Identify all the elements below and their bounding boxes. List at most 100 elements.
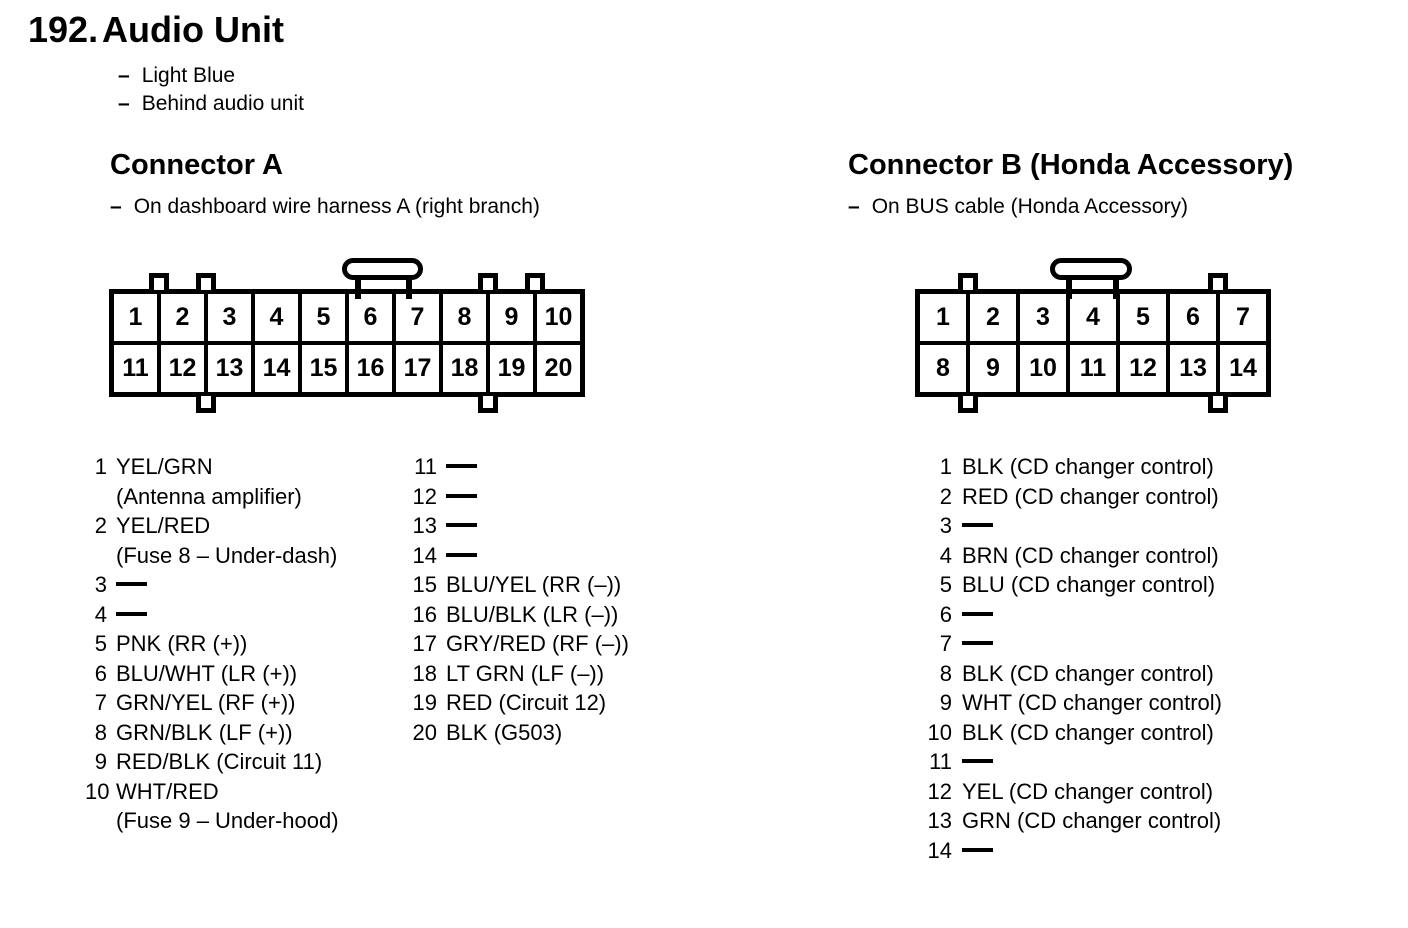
note-location: – Behind audio unit bbox=[118, 90, 304, 118]
pin-label bbox=[962, 600, 993, 630]
pin-cell-17: 17 bbox=[396, 345, 439, 392]
pin-cell-20: 20 bbox=[537, 345, 580, 392]
pin-label: WHT/RED bbox=[116, 778, 219, 804]
pin-entry-13: 13 GRN (CD changer control) bbox=[926, 806, 1222, 836]
pin-label: GRN/YEL (RF (+)) bbox=[116, 690, 296, 715]
pin-cell-1: 1 bbox=[114, 294, 157, 341]
pin-entry-7: 7 bbox=[926, 629, 1222, 659]
alignment-tab-icon bbox=[1208, 273, 1228, 290]
pin-cell-12: 12 bbox=[161, 345, 204, 392]
pin-entry-5: 5 BLU (CD changer control) bbox=[926, 570, 1222, 600]
pin-label: LT GRN (LF (–)) bbox=[446, 660, 605, 686]
pin-cell-7: 7 bbox=[1220, 294, 1266, 341]
alignment-tab-icon bbox=[525, 273, 545, 290]
alignment-tab-icon bbox=[958, 396, 978, 413]
pin-cell-1: 1 bbox=[920, 294, 966, 341]
pin-label bbox=[962, 629, 993, 659]
pin-label: BLU (CD changer control) bbox=[962, 572, 1216, 597]
no-connection-dash-icon bbox=[962, 611, 993, 616]
pin-cell-11: 11 bbox=[1070, 345, 1116, 392]
pin-cell-11: 11 bbox=[114, 345, 157, 392]
pin-number: 3 bbox=[939, 513, 952, 538]
pin-label bbox=[116, 570, 147, 600]
pin-label bbox=[446, 482, 477, 512]
pin-entry-14: 14 bbox=[411, 541, 629, 571]
pin-cell-15: 15 bbox=[302, 345, 345, 392]
pin-cell-6: 6 bbox=[349, 294, 392, 341]
pin-number: 10 bbox=[85, 778, 110, 804]
no-connection-dash-icon bbox=[446, 523, 477, 528]
pin-note: (Antenna amplifier) bbox=[116, 483, 302, 509]
pin-number: 4 bbox=[939, 542, 952, 568]
latch-leg-icon bbox=[1066, 275, 1072, 299]
alignment-tab-icon bbox=[1208, 396, 1228, 413]
no-connection-dash-icon bbox=[446, 464, 477, 469]
pin-cell-9: 9 bbox=[970, 345, 1016, 392]
no-connection-dash-icon bbox=[962, 523, 993, 528]
pin-cell-5: 5 bbox=[1120, 294, 1166, 341]
pin-cell-10: 10 bbox=[1020, 345, 1066, 392]
pin-label: GRN (CD changer control) bbox=[962, 808, 1222, 833]
alignment-tab-icon bbox=[149, 273, 169, 290]
pin-cell-2: 2 bbox=[970, 294, 1016, 341]
pin-entry-6: 6 bbox=[926, 600, 1222, 630]
no-connection-dash-icon bbox=[116, 582, 147, 587]
pin-note: (Fuse 9 – Under-hood) bbox=[116, 808, 339, 833]
pin-cell-7: 7 bbox=[396, 294, 439, 341]
connector-a-heading: Connector A bbox=[110, 149, 283, 181]
pin-number: 6 bbox=[939, 601, 952, 627]
pin-cell-10: 10 bbox=[537, 294, 580, 341]
pin-label: BLU/YEL (RR (–)) bbox=[446, 572, 622, 597]
dash-bullet-icon: – bbox=[118, 64, 130, 87]
pin-number: 9 bbox=[939, 690, 952, 715]
pin-label bbox=[962, 836, 993, 866]
connector-latch-icon bbox=[1050, 258, 1132, 280]
pin-cell-2: 2 bbox=[161, 294, 204, 341]
pin-number: 8 bbox=[939, 660, 952, 686]
pin-number: 10 bbox=[927, 719, 952, 745]
pin-label: BLK (CD changer control) bbox=[962, 454, 1214, 479]
pin-label: YEL (CD changer control) bbox=[962, 778, 1214, 804]
pin-number: 4 bbox=[94, 601, 107, 627]
pin-number: 17 bbox=[412, 631, 437, 656]
connector-a-subtitle: – On dashboard wire harness A (right bra… bbox=[110, 193, 540, 221]
pin-entry-12: 12 bbox=[411, 482, 629, 512]
pin-label: BLU/WHT (LR (+)) bbox=[116, 660, 298, 686]
alignment-tab-icon bbox=[196, 396, 216, 413]
note-connector-color: – Light Blue bbox=[118, 62, 304, 90]
header-notes: – Light Blue – Behind audio unit bbox=[118, 62, 304, 118]
pin-label bbox=[962, 747, 993, 777]
pin-number: 13 bbox=[927, 808, 952, 833]
pin-number: 11 bbox=[929, 749, 952, 774]
pin-label: YEL/GRN bbox=[116, 454, 213, 479]
pin-cell-9: 9 bbox=[490, 294, 533, 341]
pin-label bbox=[446, 511, 477, 541]
pin-number: 5 bbox=[939, 572, 952, 597]
no-connection-dash-icon bbox=[962, 641, 993, 646]
pin-number: 9 bbox=[94, 749, 107, 774]
no-connection-dash-icon bbox=[116, 611, 147, 616]
pin-label bbox=[446, 541, 477, 571]
latch-leg-icon bbox=[355, 275, 361, 299]
pin-number: 14 bbox=[412, 542, 437, 568]
